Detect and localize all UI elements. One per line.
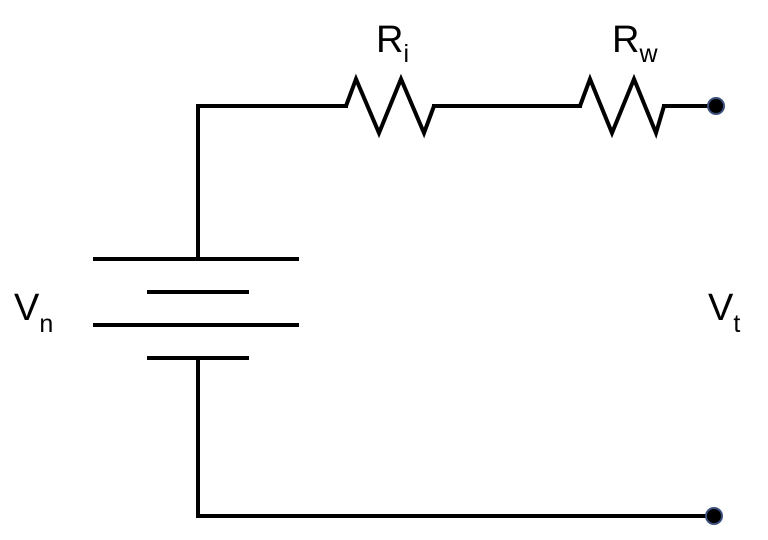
label-vt-main: V — [708, 287, 734, 329]
label-rw: Rw — [612, 19, 658, 68]
label-ri: Ri — [376, 19, 409, 68]
label-ri-main: R — [376, 19, 403, 61]
resistor-rw — [578, 73, 666, 140]
wire-bottom — [196, 358, 716, 518]
label-ri-sub: i — [403, 40, 409, 68]
label-vn: Vn — [14, 287, 53, 338]
label-vn-main: V — [14, 287, 40, 329]
label-vt-sub: t — [733, 310, 740, 338]
label-rw-main: R — [612, 19, 639, 61]
label-vt: Vt — [708, 287, 740, 338]
label-vn-sub: n — [39, 310, 53, 338]
resistor-ri — [344, 73, 436, 139]
label-rw-sub: w — [638, 40, 658, 68]
terminal-top — [707, 97, 725, 115]
terminal-bottom — [705, 507, 723, 525]
wire-top-left — [196, 104, 348, 259]
